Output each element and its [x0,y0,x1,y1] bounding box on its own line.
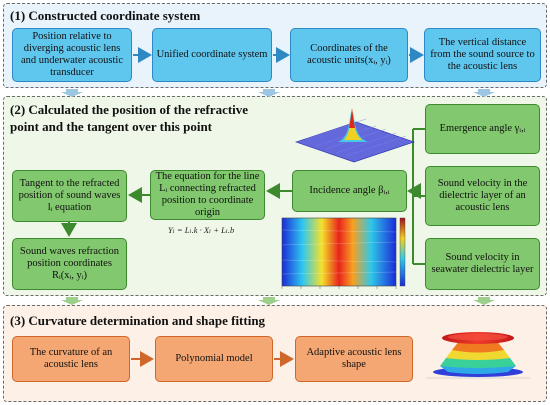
box-curvature: The curvature of an acoustic lens [12,336,130,382]
box-adaptive-shape: Adaptive acoustic lens shape [295,336,413,382]
arrows-s2 [61,128,425,265]
box-refraction-coordinates: Sound waves refraction position coordina… [12,238,127,290]
section-connectors [61,89,495,97]
lens-shape-illustration [426,332,530,379]
box-emergence-angle: Emergence angle γᵢ,ᵢ [425,104,540,154]
section-connectors-2 [61,297,495,305]
surface-plot-illustration [295,108,415,163]
line-formula: Yₗ = Lₗ.k · Xₗ + Lₗ.b [168,225,235,235]
section1-title: (1) Constructed coordinate system [10,8,201,23]
section2-title-line1: (2) Calculated the position of the refra… [10,102,249,117]
box-velocity-dielectric: Sound velocity in the dielectric layer o… [425,166,540,226]
box-line-equation: The equation for the line Lᵢ connecting … [150,170,265,220]
box-incidence-angle: Incidence angle βᵢ,ᵢ [292,170,407,212]
box-relative-position: Position relative to diverging acoustic … [12,28,132,82]
section3-title: (3) Curvature determination and shape fi… [10,313,266,328]
section2-title-line2: point and the tangent over this point [10,119,213,134]
box-vertical-distance: The vertical distance from the sound sou… [424,28,541,82]
heatmap-illustration [281,217,406,289]
box-tangent-equation: Tangent to the refracted position of sou… [12,170,127,222]
box-polynomial-model: Polynomial model [155,336,273,382]
box-acoustic-unit-coordinates: Coordinates of the acoustic units(xᵢ, yᵢ… [290,28,408,82]
box-velocity-seawater: Sound velocity in seawater dielectric la… [425,238,540,290]
box-unified-coordinate: Unified coordinate system [152,28,272,82]
